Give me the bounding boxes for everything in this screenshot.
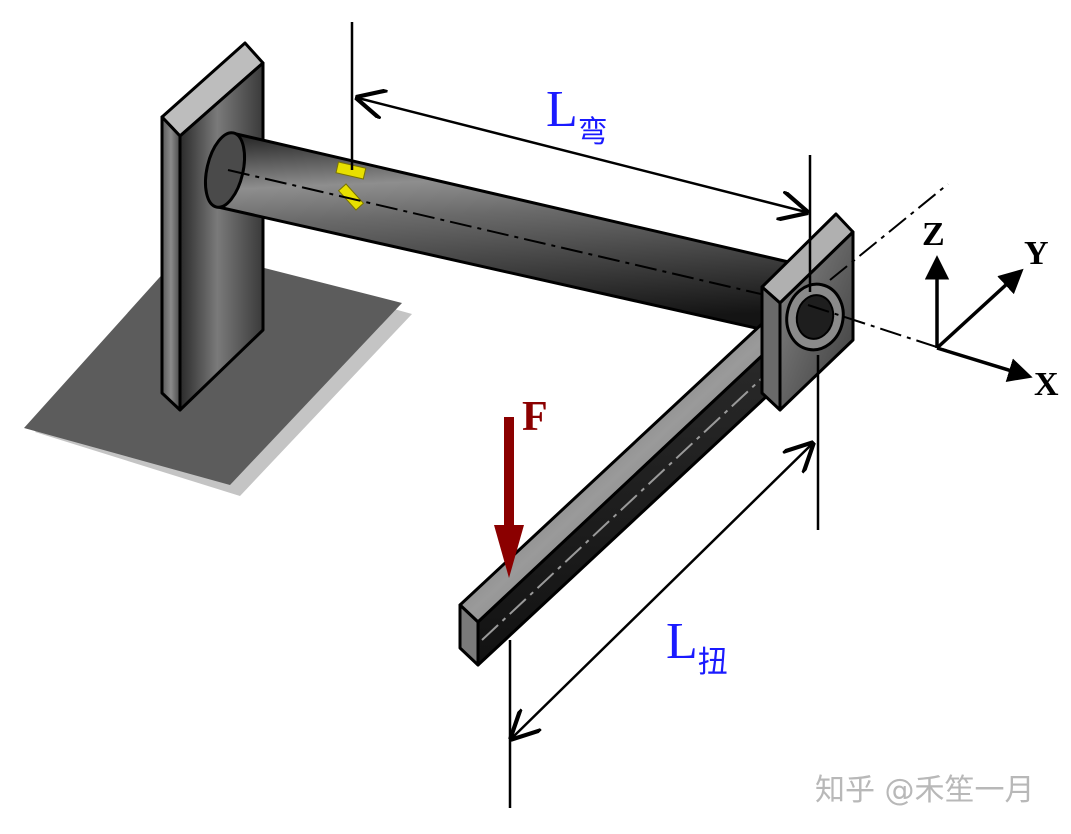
torsion-length-dimension xyxy=(510,355,820,808)
watermark: 知乎 @禾笙一月 xyxy=(815,773,1035,808)
centerline-extensions xyxy=(807,183,953,353)
bending-length-dimension xyxy=(350,22,810,292)
bending-length-label: L弯 xyxy=(546,81,608,149)
axis-z-label: Z xyxy=(922,216,945,253)
axis-y-line xyxy=(935,268,1024,350)
end-block xyxy=(760,212,855,412)
axis-y-label: Y xyxy=(1024,235,1049,272)
tube-centerline xyxy=(227,169,809,306)
coordinate-axes xyxy=(924,255,1033,382)
axis-x-line xyxy=(936,346,1033,382)
axis-x-label: X xyxy=(1034,366,1059,403)
force-arrow xyxy=(494,417,524,578)
force-label: F xyxy=(522,394,548,440)
torsion-length-label: L扭 xyxy=(666,613,728,679)
